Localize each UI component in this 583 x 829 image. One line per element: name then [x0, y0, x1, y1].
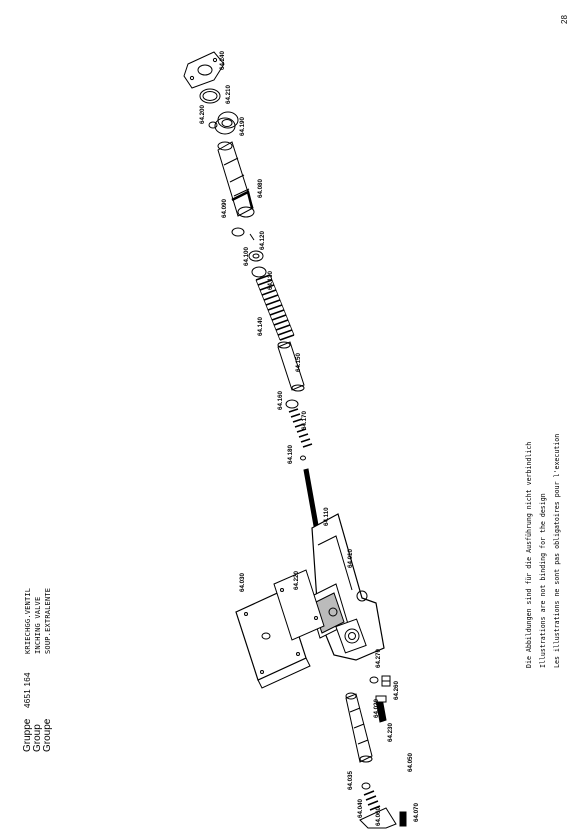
washer-part-2 — [285, 399, 299, 409]
part-label-64-180: 64.180 — [287, 445, 294, 464]
part-label-64-190: 64.190 — [239, 117, 246, 136]
spring-seat-part — [251, 266, 267, 278]
part-label-64-150: 64.150 — [295, 353, 302, 372]
part-label-64-170: 64.170 — [301, 411, 308, 430]
main-housing-part — [307, 513, 385, 661]
part-label-64-040: 64.040 — [357, 799, 364, 818]
part-label-64-010: 64.010 — [347, 549, 354, 568]
valve-housing-part — [217, 141, 255, 218]
part-label-64-270: 64.270 — [375, 649, 382, 668]
part-label-64-070: 64.070 — [413, 803, 420, 822]
plug-part — [381, 675, 391, 687]
washer-part — [248, 250, 264, 262]
piston-part — [345, 692, 373, 763]
part-label-64-240: 64.240 — [219, 51, 226, 70]
part-label-64-120: 64.120 — [259, 231, 266, 250]
part-label-64-260: 64.260 — [393, 681, 400, 700]
return-spring-part — [363, 790, 385, 821]
part-label-64-035: 64.035 — [347, 771, 354, 790]
o-ring-part-2 — [361, 782, 371, 790]
bolt-part — [399, 811, 407, 827]
part-label-64-210: 64.210 — [225, 85, 232, 104]
retaining-ring-part — [300, 455, 306, 461]
part-label-64-110: 64.110 — [323, 507, 330, 526]
part-label-64-200: 64.200 — [199, 105, 206, 124]
part-label-64-080: 64.080 — [257, 179, 264, 198]
part-label-64-220: 64.220 — [293, 571, 300, 590]
part-label-64-020: 64.020 — [373, 699, 380, 718]
part-label-64-060: 64.060 — [375, 807, 382, 826]
part-label-64-140: 64.140 — [257, 317, 264, 336]
part-label-64-230: 64.230 — [387, 723, 394, 742]
bearing-part — [214, 111, 239, 135]
spool-part — [277, 341, 305, 392]
screw-part — [375, 695, 387, 723]
o-ring-part — [208, 121, 218, 129]
seal-ring-part — [231, 227, 245, 237]
part-label-64-130: 64.130 — [267, 271, 274, 290]
end-plate-part — [359, 807, 397, 829]
ring-part — [199, 88, 221, 104]
part-label-64-160: 64.160 — [277, 391, 284, 410]
part-label-64-030: 64.030 — [239, 573, 246, 592]
washer-part-3 — [369, 676, 379, 684]
part-label-64-100: 64.100 — [243, 247, 250, 266]
part-label-64-050: 64.050 — [407, 753, 414, 772]
flange-plate-part — [183, 51, 225, 89]
gasket-part — [273, 569, 325, 641]
pin-part — [249, 233, 255, 241]
part-label-64-090: 64.090 — [221, 199, 228, 218]
small-spring-part — [288, 408, 313, 448]
large-spring-part — [255, 274, 295, 341]
